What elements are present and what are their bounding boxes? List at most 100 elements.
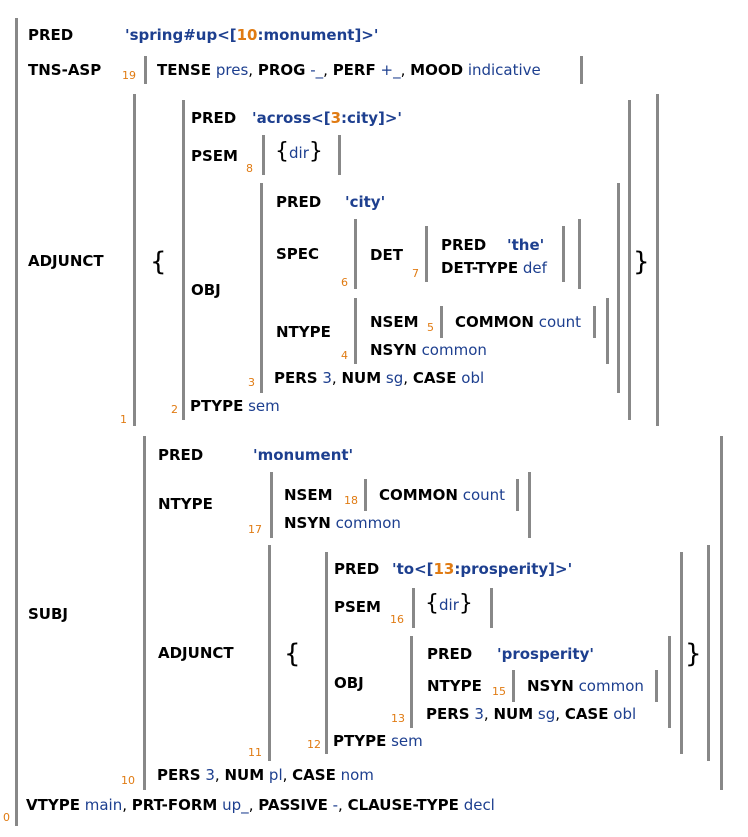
- det7-bracket-left: [425, 226, 428, 282]
- adjunct-set-index: 1: [120, 413, 127, 426]
- obj13-features: PERS 3, NUM sg, CASE obl: [426, 705, 637, 723]
- psem16-bracket-right: [490, 588, 493, 628]
- f12-index: 12: [307, 738, 321, 751]
- f2-psem-attr: PSEM: [191, 147, 238, 165]
- psem16-bracket-left: [412, 588, 415, 628]
- det-attr: DET: [370, 246, 403, 264]
- subj-ntype-index: 17: [248, 523, 262, 536]
- det-pred-value: 'the': [507, 236, 545, 254]
- subj-ntype-attr: NTYPE: [158, 495, 213, 513]
- obj13-ntype-attr: NTYPE: [427, 677, 482, 695]
- nsem18-bracket-right: [516, 479, 519, 511]
- obj3-spec-index: 6: [341, 276, 348, 289]
- ntype15-bracket-right: [655, 670, 658, 702]
- adjunct-set-left: [133, 94, 136, 426]
- nsem5-bracket-left: [440, 306, 443, 338]
- subj-adjunct-attr: ADJUNCT: [158, 644, 234, 662]
- nsyn17: NSYN common: [284, 514, 401, 532]
- ntype4-bracket-right: [606, 298, 609, 364]
- subj-adjunct-set-right: [707, 545, 710, 761]
- f12-psem-index: 16: [390, 613, 404, 626]
- f2-bracket-right: [628, 100, 631, 420]
- tns-asp-index: 19: [122, 69, 136, 82]
- psem8-bracket-left: [262, 135, 265, 175]
- subj-adjunct-brace-close: }: [685, 639, 702, 669]
- obj13-bracket-right: [668, 636, 671, 728]
- f2-pred-value: 'across<[3:city]>': [252, 109, 403, 127]
- ntype17-bracket-left: [270, 472, 273, 538]
- tns-bracket-left: [144, 56, 147, 84]
- f0-bracket-left: [15, 18, 18, 826]
- obj13-pred-attr: PRED: [427, 645, 473, 663]
- f0-pred-value: 'spring#up<[10:monument]>': [125, 26, 379, 44]
- ntype17-bracket-right: [528, 472, 531, 538]
- subj-adjunct-brace-open: {: [284, 639, 301, 669]
- obj3-spec-attr: SPEC: [276, 245, 320, 263]
- subj-features: PERS 3, NUM pl, CASE nom: [157, 766, 374, 784]
- f12-bracket-left: [325, 552, 328, 754]
- subj-bracket-right: [720, 436, 723, 790]
- obj3-bracket-left: [260, 183, 263, 393]
- tns-asp-features: TENSE pres, PROG -_, PERF +_, MOOD indic…: [157, 61, 541, 79]
- nsem18-attr: NSEM: [284, 486, 333, 504]
- adjunct-brace-open: {: [150, 247, 167, 277]
- subj-pred-attr: PRED: [158, 446, 204, 464]
- tns-asp-attr: TNS-ASP: [28, 61, 102, 79]
- det-type: DET-TYPE def: [441, 259, 547, 277]
- subj-pred-value: 'monument': [253, 446, 354, 464]
- obj3-pred-value: 'city': [345, 193, 386, 211]
- f2-obj-index: 3: [248, 376, 255, 389]
- nsem18-common: COMMON count: [379, 486, 506, 504]
- adjunct-brace-close: }: [633, 247, 650, 277]
- obj3-bracket-right: [617, 183, 620, 393]
- ntype15-bracket-left: [512, 670, 515, 702]
- subj-adjunct-set-index: 11: [248, 746, 262, 759]
- obj13-ntype-index: 15: [492, 685, 506, 698]
- vtype-features: VTYPE main, PRT-FORM up_, PASSIVE -, CLA…: [26, 796, 495, 814]
- adjunct-set-right: [656, 94, 659, 426]
- f12-bracket-right: [680, 552, 683, 754]
- obj13-pred-value: 'prosperity': [497, 645, 594, 663]
- nsem5-index: 5: [427, 321, 434, 334]
- f2-index: 2: [171, 403, 178, 416]
- ntype4-bracket-left: [354, 298, 357, 364]
- obj3-ntype-index: 4: [341, 349, 348, 362]
- obj3-pred-attr: PRED: [276, 193, 322, 211]
- nsem5-bracket-right: [593, 306, 596, 338]
- f2-psem-index: 8: [246, 162, 253, 175]
- f12-psem-value: {dir}: [425, 591, 473, 616]
- f2-pred-attr: PRED: [191, 109, 237, 127]
- f2-bracket-left: [182, 100, 185, 420]
- subj-index: 10: [121, 774, 135, 787]
- subj-attr: SUBJ: [28, 605, 68, 623]
- adjunct-attr: ADJUNCT: [28, 252, 104, 270]
- f0-pred-attr: PRED: [28, 26, 74, 44]
- nsyn15: NSYN common: [527, 677, 644, 695]
- f12-psem-attr: PSEM: [334, 598, 381, 616]
- f0-index: 0: [3, 811, 10, 824]
- f12-ptype: PTYPE sem: [333, 732, 423, 750]
- subj-bracket-left: [143, 436, 146, 790]
- f2-obj-attr: OBJ: [191, 281, 221, 299]
- f12-obj-index: 13: [391, 712, 405, 725]
- obj13-bracket-left: [410, 636, 413, 728]
- nsem18-bracket-left: [364, 479, 367, 511]
- spec6-bracket-left: [354, 219, 357, 289]
- f12-pred-value: 'to<[13:prosperity]>': [392, 560, 573, 578]
- psem8-bracket-right: [338, 135, 341, 175]
- f2-ptype: PTYPE sem: [190, 397, 280, 415]
- nsem5-common: COMMON count: [455, 313, 582, 331]
- spec6-bracket-right: [578, 219, 581, 289]
- det-index: 7: [412, 267, 419, 280]
- det-pred-attr: PRED: [441, 236, 487, 254]
- nsem5-attr: NSEM: [370, 313, 419, 331]
- nsem18-index: 18: [344, 494, 358, 507]
- f12-pred-attr: PRED: [334, 560, 380, 578]
- obj3-features: PERS 3, NUM sg, CASE obl: [274, 369, 485, 387]
- subj-adjunct-set-left: [268, 545, 271, 761]
- obj3-ntype-attr: NTYPE: [276, 323, 331, 341]
- f2-psem-value: {dir}: [275, 139, 323, 164]
- f12-obj-attr: OBJ: [334, 674, 364, 692]
- det7-bracket-right: [562, 226, 565, 282]
- nsyn4: NSYN common: [370, 341, 487, 359]
